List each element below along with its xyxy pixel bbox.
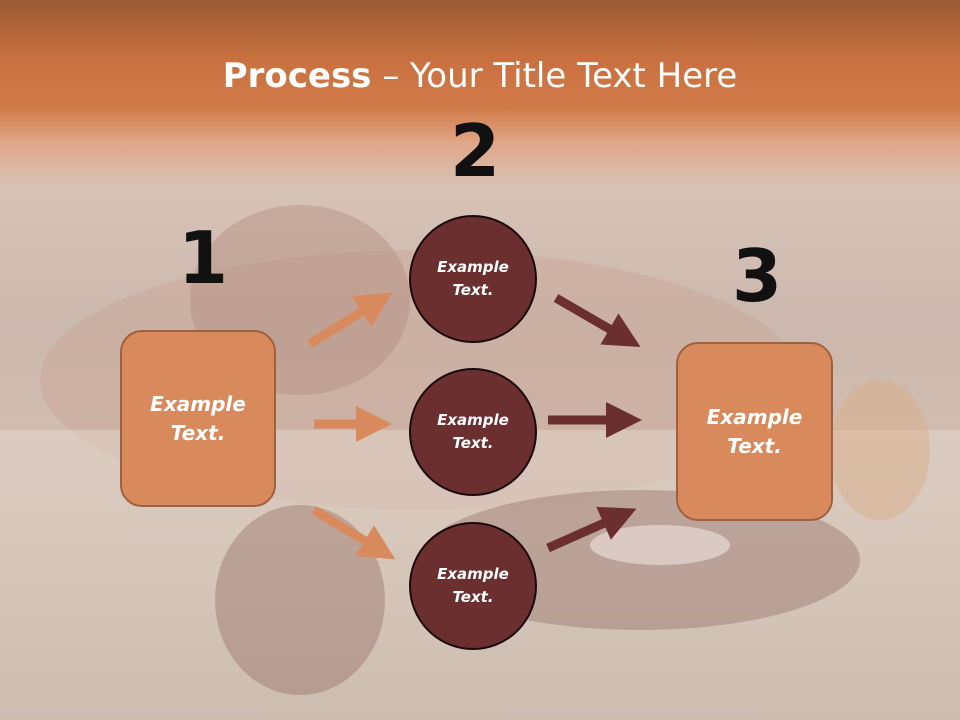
step-1-box: Example Text. [120, 330, 276, 507]
step-2-circle-top: Example Text. [409, 215, 537, 343]
step-number-2: 2 [450, 109, 501, 193]
step-number-3: 3 [732, 234, 783, 318]
title-rest: – Your Title Text Here [371, 56, 738, 96]
step-number-1: 1 [178, 216, 229, 300]
slide-title: Process – Your Title Text Here [0, 56, 960, 96]
arrow-left-to-top [307, 292, 393, 348]
circle-middle-text: Example Text. [437, 411, 509, 452]
step-1-text: Example Text. [150, 391, 246, 445]
arrow-left-to-bottom [311, 506, 396, 560]
step-2-circle-bottom: Example Text. [409, 522, 537, 650]
circle-bottom-text: Example Text. [437, 565, 509, 606]
circle-top-text: Example Text. [437, 258, 509, 299]
arrow-bottom-to-right [546, 506, 637, 553]
title-bold: Process [222, 56, 372, 96]
step-3-box: Example Text. [676, 342, 833, 521]
step-2-circle-middle: Example Text. [409, 368, 537, 496]
arrow-top-to-right [553, 294, 641, 348]
step-3-text: Example Text. [706, 404, 803, 458]
